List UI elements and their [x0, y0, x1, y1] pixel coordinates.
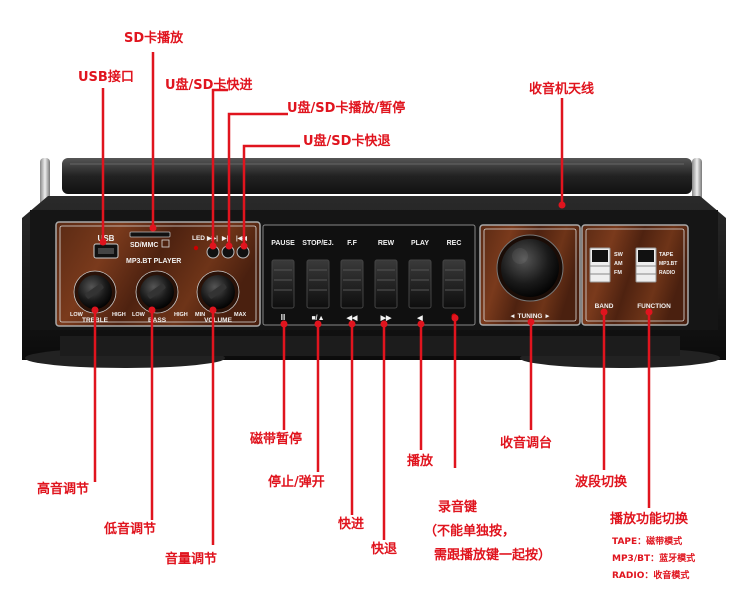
- bass-knob[interactable]: [135, 270, 179, 314]
- tuning-panel: ◄ TUNING ►: [479, 224, 581, 326]
- tape-ff-button[interactable]: [340, 259, 364, 309]
- callout-play: 播放: [407, 454, 434, 469]
- callout-mode-radio: RADIO：收音模式: [612, 571, 690, 581]
- sd-card-slot[interactable]: [129, 231, 171, 238]
- bass-low-label: LOW: [132, 312, 146, 318]
- callout-sd-play: SD卡播放: [124, 31, 184, 46]
- callout-antenna: 收音机天线: [529, 82, 595, 97]
- sd-indicator-icon: [161, 239, 170, 248]
- callout-rec-key: 录音键: [438, 500, 478, 515]
- callout-mode-tape: TAPE：磁带模式: [612, 537, 683, 547]
- callout-stop-eject: 停止/弹开: [268, 475, 325, 490]
- pause-icon: II: [281, 313, 285, 322]
- callout-usd-rew: U盘/SD卡快退: [303, 134, 391, 149]
- callout-ff: 快进: [338, 517, 365, 532]
- callout-band: 波段切换: [575, 475, 628, 490]
- band-sw-label: SW: [614, 252, 624, 258]
- bass-label: BASS: [148, 317, 167, 324]
- led-indicator: [193, 245, 199, 251]
- callout-rec-note2: 需跟播放键一起按）: [434, 548, 552, 563]
- function-switch[interactable]: [635, 247, 657, 283]
- tape-rew-button[interactable]: [374, 259, 398, 309]
- ff-tape-icon: ◀◀: [346, 315, 358, 322]
- play-tape-icon: ◀: [416, 315, 423, 322]
- callout-treble: 高音调节: [37, 482, 90, 497]
- usd-rew-line: [242, 144, 300, 246]
- rew-tape-icon: ▶▶: [380, 315, 392, 322]
- tape-play-button[interactable]: [408, 259, 432, 309]
- rew-icon: |◀◀: [236, 235, 247, 242]
- callout-dots: [91, 201, 653, 328]
- ff-label: F.F: [347, 240, 357, 247]
- tape-control-panel: PAUSE STOP/EJ. F.F REW PLAY REC II ■/▲ ◀…: [262, 224, 476, 326]
- function-tape-label: TAPE: [659, 252, 674, 258]
- treble-high-label: HIGH: [112, 312, 126, 318]
- tape-stop-eject-button[interactable]: [306, 259, 330, 309]
- callout-usb-port: USB接口: [78, 70, 134, 85]
- volume-min-label: MIN: [195, 312, 205, 318]
- callout-lines: [93, 52, 651, 545]
- rew-label: REW: [378, 240, 395, 247]
- tuning-label: ◄ TUNING ►: [509, 313, 550, 320]
- play-pause-icon: ▶||: [221, 235, 230, 242]
- callout-bass: 低音调节: [104, 522, 157, 537]
- bass-high-label: HIGH: [174, 312, 188, 318]
- band-am-label: AM: [614, 261, 623, 267]
- volume-label: VOLUME: [204, 317, 232, 324]
- stop-eject-icon: ■/▲: [311, 315, 324, 322]
- callout-rec-note1: （不能单独按，: [424, 524, 516, 539]
- callout-mode-bt: MP3/BT：蓝牙模式: [612, 554, 696, 564]
- treble-low-label: LOW: [70, 312, 84, 318]
- usd-play-pause-line: [227, 112, 288, 246]
- left-control-panel: USB SD/MMC MP3.BT PLAYER LED ▶▶| ▶|| |◀◀: [55, 221, 261, 327]
- callout-function: 播放功能切换: [610, 512, 689, 527]
- function-mp3bt-label: MP3.BT: [659, 261, 677, 267]
- tape-pause-button[interactable]: [271, 259, 295, 309]
- sd-mmc-label: SD/MMC: [130, 242, 158, 249]
- volume-knob[interactable]: [196, 270, 240, 314]
- band-function-panel: SW AM FM TAPE MP3.BT RADIO BAND FUNCTION: [581, 224, 689, 326]
- band-switch[interactable]: [589, 247, 611, 283]
- callout-tuning: 收音调台: [500, 436, 553, 451]
- callout-tape-pause: 磁带暂停: [250, 432, 303, 447]
- callout-rew: 快退: [371, 542, 398, 557]
- stop-ej-label: STOP/EJ.: [302, 240, 333, 247]
- player-title: MP3.BT PLAYER: [126, 258, 181, 265]
- callout-usd-play-pause: U盘/SD卡播放/暂停: [287, 101, 406, 116]
- callout-volume: 音量调节: [165, 552, 218, 567]
- play-label: PLAY: [411, 240, 429, 247]
- band-fm-label: FM: [614, 270, 622, 276]
- band-label: BAND: [595, 303, 614, 310]
- led-label: LED: [192, 235, 205, 242]
- usb-label: USB: [98, 234, 115, 243]
- function-label: FUNCTION: [637, 303, 671, 310]
- rec-label: REC: [447, 240, 462, 247]
- callout-usd-ff: U盘/SD卡快进: [165, 78, 253, 93]
- function-radio-label: RADIO: [659, 270, 675, 276]
- pause-label: PAUSE: [271, 240, 295, 247]
- tape-rec-button[interactable]: [442, 259, 466, 309]
- usd-ff-line: [211, 88, 228, 246]
- volume-max-label: MAX: [234, 312, 247, 318]
- tuning-knob[interactable]: [496, 234, 564, 302]
